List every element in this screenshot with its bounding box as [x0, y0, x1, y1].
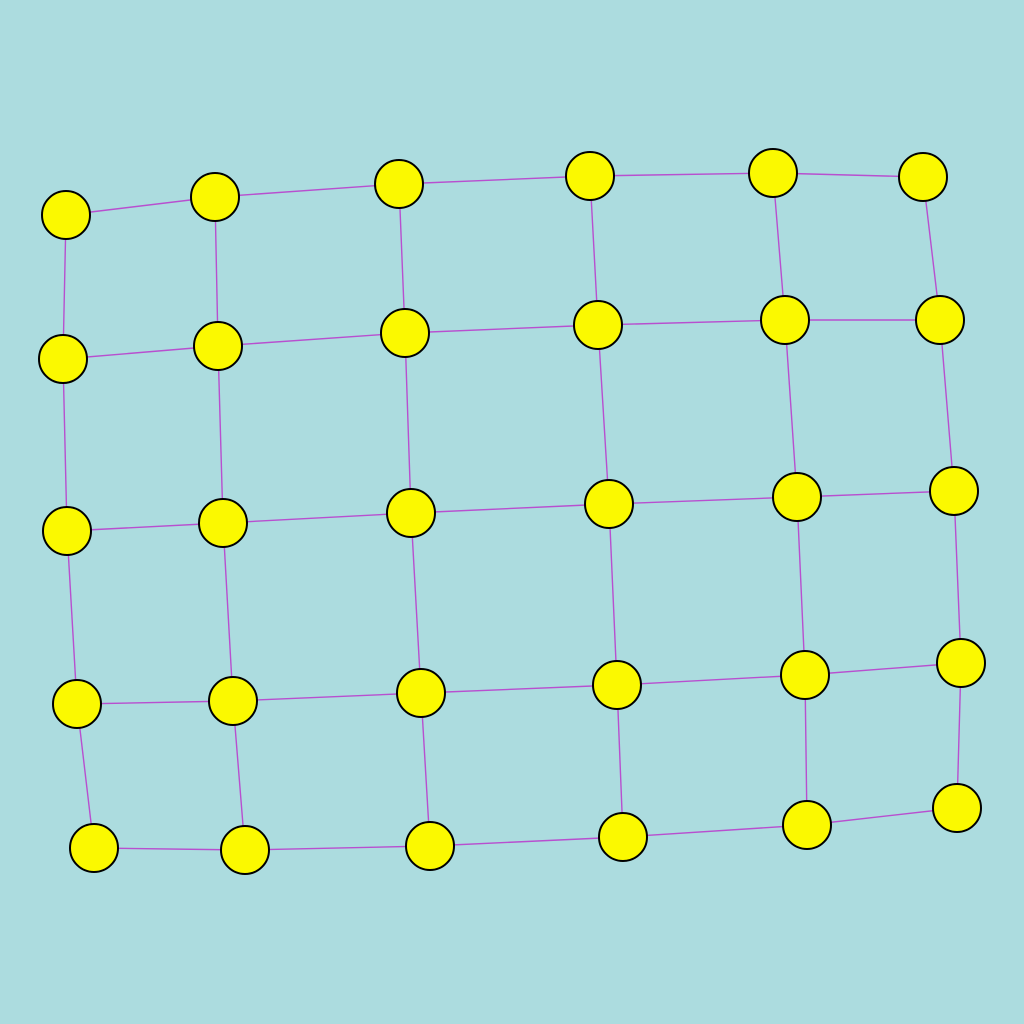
- edge-r2c1-r2c2: [222, 512, 412, 524]
- edge-r1c0-r2c0: [62, 358, 68, 532]
- node-r3c4: [780, 650, 830, 700]
- node-r3c3: [592, 660, 642, 710]
- node-r3c1: [208, 676, 258, 726]
- edge-r2c3-r2c4: [608, 496, 798, 505]
- edge-r2c2-r2c3: [410, 503, 610, 514]
- node-r4c2: [405, 821, 455, 871]
- node-r0c5: [898, 152, 948, 202]
- node-r4c5: [932, 783, 982, 833]
- node-r2c1: [198, 498, 248, 548]
- node-r0c1: [190, 172, 240, 222]
- edge-r0c4-r0c5: [772, 172, 924, 178]
- edge-r2c4-r3c4: [796, 496, 806, 676]
- node-r4c4: [782, 800, 832, 850]
- node-r3c0: [52, 679, 102, 729]
- node-r1c0: [38, 334, 88, 384]
- edge-r2c0-r3c0: [66, 530, 78, 705]
- edge-r0c2-r0c3: [398, 175, 591, 185]
- node-r0c4: [748, 148, 798, 198]
- node-r3c2: [396, 668, 446, 718]
- edge-r0c1-r0c2: [214, 183, 400, 198]
- edge-r0c0-r0c1: [65, 196, 216, 216]
- node-r2c5: [929, 466, 979, 516]
- node-r2c2: [386, 488, 436, 538]
- edge-r1c1-r1c2: [217, 332, 406, 347]
- edge-r3c1-r3c2: [232, 692, 422, 702]
- node-r1c3: [573, 300, 623, 350]
- edge-r1c3-r2c3: [597, 324, 610, 505]
- edge-r1c0-r1c1: [62, 345, 219, 360]
- edge-r3c4-r4c4: [804, 674, 808, 826]
- node-r1c4: [760, 295, 810, 345]
- edge-r2c0-r2c1: [66, 522, 224, 532]
- edge-r3c3-r3c4: [616, 674, 806, 686]
- node-r0c2: [374, 159, 424, 209]
- node-r1c2: [380, 308, 430, 358]
- node-r4c0: [69, 823, 119, 873]
- edge-r0c3-r0c4: [589, 172, 774, 177]
- edge-r3c4-r3c5: [804, 662, 962, 676]
- edge-r1c3-r1c4: [597, 319, 786, 326]
- node-r1c1: [193, 321, 243, 371]
- edge-r2c4-r2c5: [796, 490, 955, 498]
- node-r0c0: [41, 190, 91, 240]
- edge-r3c2-r3c3: [420, 684, 618, 694]
- edge-r1c4-r2c4: [784, 319, 798, 498]
- edge-r1c5-r2c5: [939, 319, 955, 492]
- node-r2c3: [584, 479, 634, 529]
- edge-r1c2-r1c3: [404, 324, 599, 334]
- node-r4c1: [220, 825, 270, 875]
- edge-r4c0-r4c1: [93, 847, 246, 851]
- edge-r1c2-r2c2: [404, 332, 412, 514]
- edge-r4c1-r4c2: [244, 845, 431, 851]
- edge-r1c1-r2c1: [217, 345, 224, 524]
- edge-r2c5-r3c5: [953, 490, 962, 664]
- node-r1c5: [915, 295, 965, 345]
- node-r2c0: [42, 506, 92, 556]
- edge-r4c4-r4c5: [806, 807, 958, 826]
- node-r3c5: [936, 638, 986, 688]
- edge-r2c3-r3c3: [608, 503, 618, 686]
- node-r2c4: [772, 472, 822, 522]
- edge-r3c3-r4c3: [616, 684, 624, 838]
- edge-r4c2-r4c3: [429, 836, 624, 847]
- edge-r2c1-r3c1: [222, 522, 234, 702]
- edge-r2c2-r3c2: [410, 512, 422, 694]
- edge-r3c2-r4c2: [420, 692, 431, 847]
- node-r0c3: [565, 151, 615, 201]
- node-layer: [38, 148, 986, 875]
- edge-r3c0-r3c1: [76, 700, 234, 705]
- edge-r4c3-r4c4: [622, 824, 808, 838]
- node-r4c3: [598, 812, 648, 862]
